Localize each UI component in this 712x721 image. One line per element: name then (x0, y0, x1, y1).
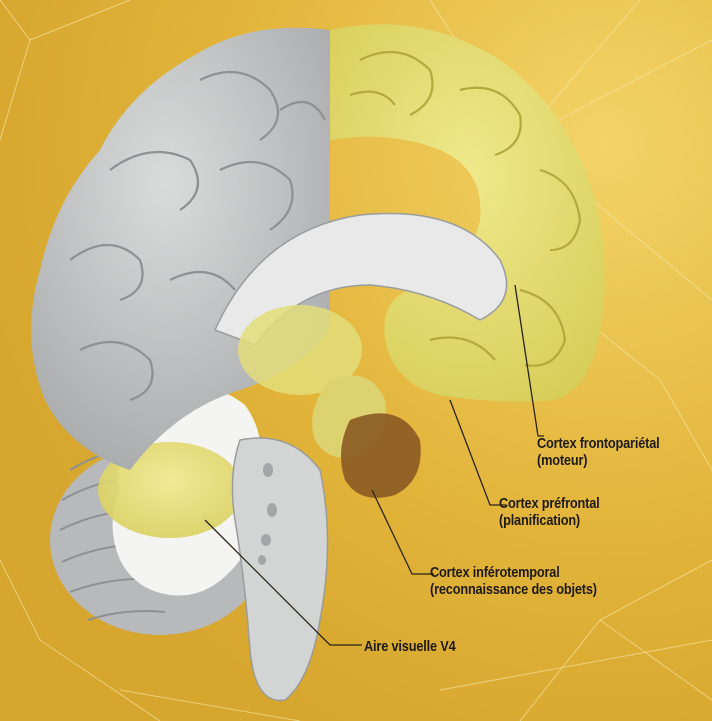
label-frontoparietal-line2: (moteur) (537, 453, 660, 470)
label-prefrontal-line2: (planification) (499, 513, 600, 530)
label-prefrontal: Cortex préfrontal (planification) (499, 496, 600, 530)
label-inferotemporal-line2: (reconnaissance des objets) (430, 582, 597, 599)
label-inferotemporal-line1: Cortex inférotemporal (430, 565, 597, 582)
label-inferotemporal: Cortex inférotemporal (reconnaissance de… (430, 565, 597, 599)
label-prefrontal-line1: Cortex préfrontal (499, 496, 600, 513)
label-frontoparietal: Cortex frontopariétal (moteur) (537, 436, 660, 470)
label-visual-v4-line1: Aire visuelle V4 (364, 639, 456, 656)
label-frontoparietal-line1: Cortex frontopariétal (537, 436, 660, 453)
label-visual-v4: Aire visuelle V4 (364, 639, 456, 656)
